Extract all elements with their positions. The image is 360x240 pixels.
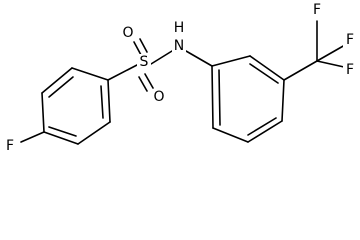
s-o-double-bond-top	[133, 38, 148, 56]
atom-oxygen-top: O	[122, 25, 133, 41]
cf3-group	[316, 20, 346, 68]
c-cf3-bond	[283, 60, 318, 81]
atom-cf3-fluorine-top: F	[313, 2, 321, 18]
atom-cf3-fluorine-right-bottom: F	[346, 62, 354, 78]
atom-cf3-fluorine-right-top: F	[346, 32, 354, 48]
atom-sulfur: S	[140, 54, 149, 70]
s-o-double-bond-bottom	[138, 73, 154, 92]
n-c-bond	[185, 50, 213, 67]
atom-fluorine-ring: F	[6, 138, 14, 154]
c-f-bond	[20, 131, 45, 143]
s-n-bond	[150, 50, 173, 65]
trifluoromethylphenyl-ring	[211, 55, 285, 143]
atom-oxygen-bottom: O	[153, 89, 164, 105]
atom-nh-hydrogen: H	[174, 20, 185, 36]
fluorophenyl-ring	[41, 67, 111, 145]
c-s-bond	[107, 64, 138, 81]
chemical-structure: F S O O H N F F F	[5, 2, 355, 154]
atom-nh-nitrogen: N	[174, 38, 184, 54]
